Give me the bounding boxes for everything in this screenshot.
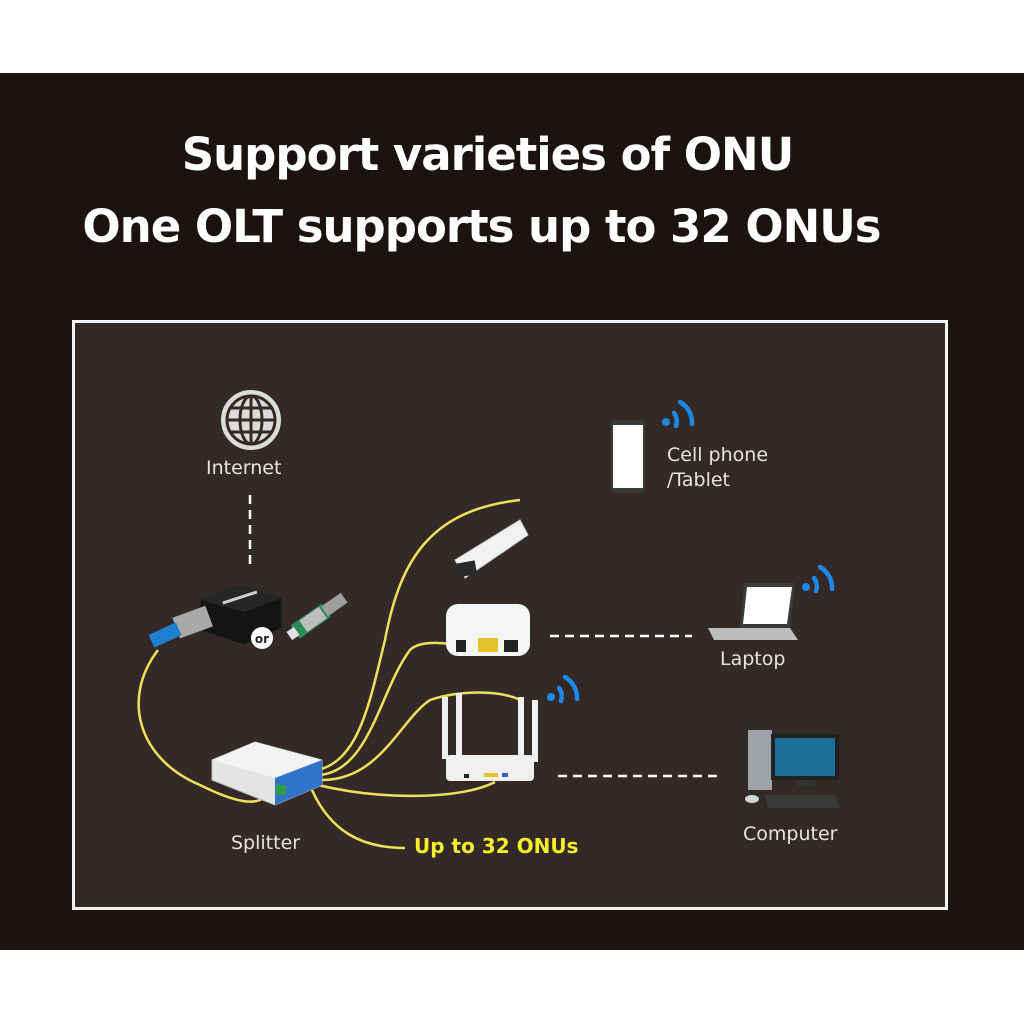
globe-icon xyxy=(221,390,281,450)
fiber-to-router-top xyxy=(321,691,521,782)
or-badge xyxy=(251,627,273,649)
splitter-icon xyxy=(211,741,323,806)
or-text: or xyxy=(255,632,269,646)
fiber-olt-to-splitter xyxy=(137,649,270,803)
laptop-label: Laptop xyxy=(720,648,786,670)
splitter-label: Splitter xyxy=(231,832,301,854)
cell-phone-label: Cell phone xyxy=(667,444,769,466)
fiber-to-sfp-onu xyxy=(317,498,521,772)
wifi-icon-laptop xyxy=(802,564,835,594)
fiber-to-router xyxy=(317,780,496,798)
sfp-onu-stick-icon xyxy=(454,519,529,579)
wifi-icon-phone xyxy=(662,399,695,429)
laptop-icon xyxy=(708,583,798,640)
fiber-to-more-onus xyxy=(310,789,406,850)
tablet-label: /Tablet xyxy=(667,469,730,491)
sfp-module-icon xyxy=(286,592,348,641)
mini-onu-icon xyxy=(446,604,530,656)
dashed-links xyxy=(248,495,722,778)
wifi-router-icon xyxy=(442,693,538,781)
fiber-cables xyxy=(137,498,521,850)
onu-count-label: Up to 32 ONUs xyxy=(414,834,579,858)
wifi-icon-router xyxy=(547,674,580,704)
headline-line-1: Support varieties of ONU xyxy=(181,128,795,181)
phone-icon xyxy=(611,420,645,493)
computer-label: Computer xyxy=(743,823,838,845)
headline-line-2: One OLT supports up to 32 ONUs xyxy=(82,200,881,253)
computer-icon xyxy=(745,730,840,808)
internet-label: Internet xyxy=(206,457,282,479)
